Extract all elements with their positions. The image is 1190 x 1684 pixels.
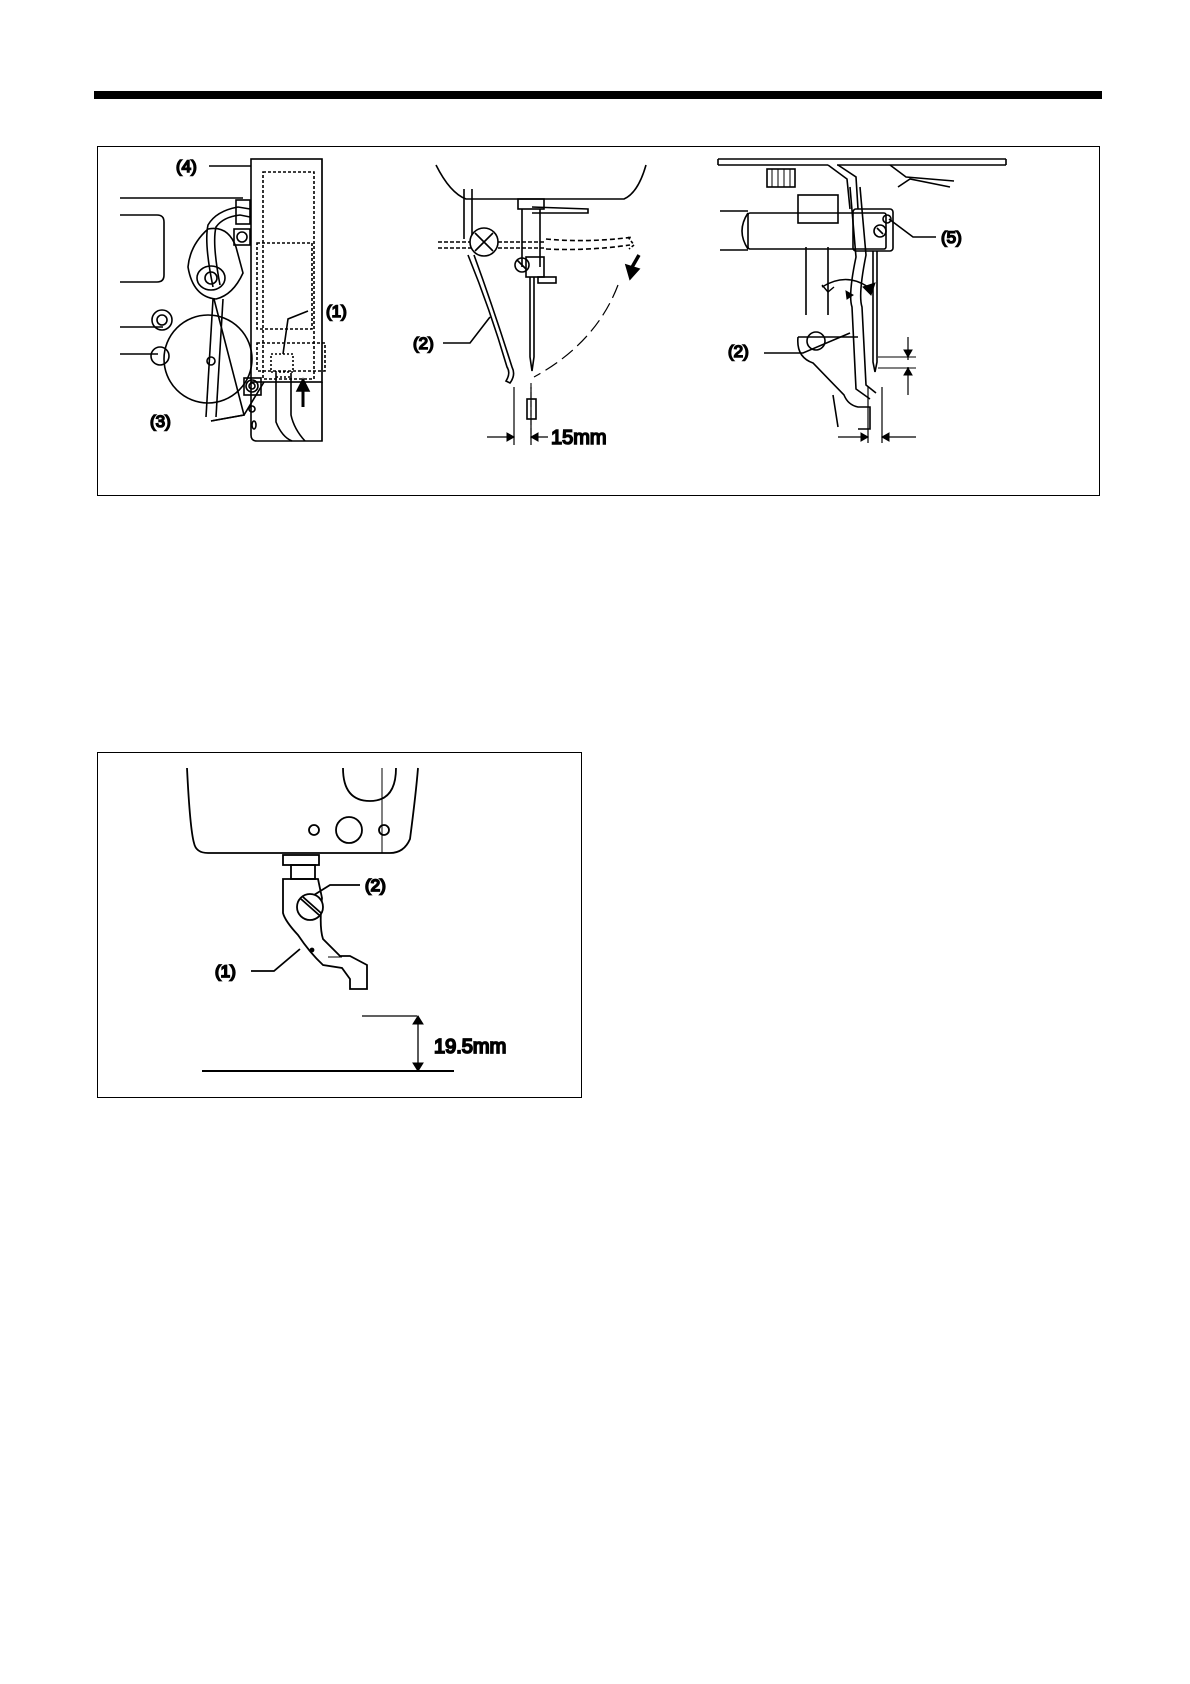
presser-foot-drawing (187, 768, 454, 1071)
label-wiper-lever: (2) (413, 334, 434, 353)
header-rule (94, 91, 1102, 99)
label-c-part-2: (2) (728, 342, 749, 361)
measurement-19-5mm: 19.5mm (434, 1036, 506, 1058)
sub-figure-c (718, 159, 1006, 443)
figure-1-panel: (4) (1) (3) (97, 146, 1100, 496)
measurement-15mm: 15mm (551, 427, 607, 449)
sub-figure-a (120, 159, 325, 441)
figure-1-illustration: (4) (1) (3) (98, 147, 1101, 497)
sub-figure-b (436, 165, 646, 445)
fig2-label-presser-foot: (1) (215, 962, 236, 981)
label-part-5: (5) (941, 228, 962, 247)
figure-2-panel: (2) (1) 19.5mm (97, 752, 582, 1098)
figure-2-illustration: (2) (1) 19.5mm (98, 753, 583, 1099)
label-part-4: (4) (176, 157, 197, 176)
fig2-label-screw: (2) (365, 876, 386, 895)
label-part-3: (3) (150, 412, 171, 431)
label-part-1: (1) (326, 302, 347, 321)
